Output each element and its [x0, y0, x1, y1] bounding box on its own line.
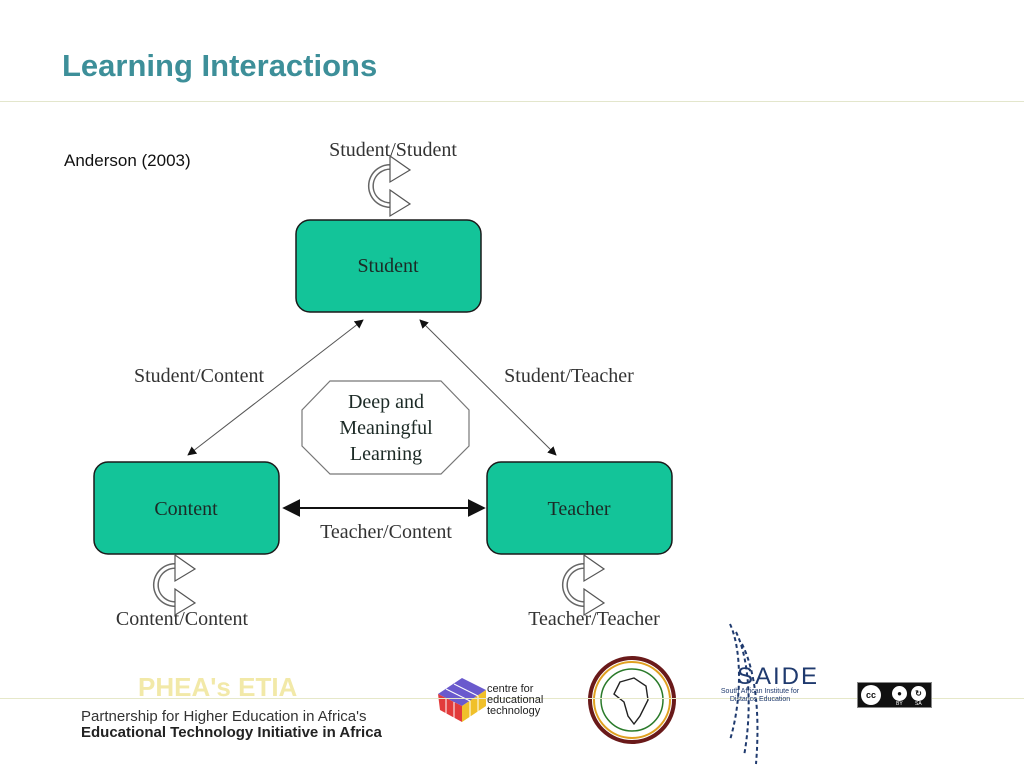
label-student-student: Student/Student: [329, 139, 457, 161]
node-center: Deep and Meaningful Learning: [301, 380, 470, 475]
center-label-line-2: Meaningful: [339, 417, 433, 439]
node-teacher: Teacher: [486, 461, 673, 555]
saide-subtitle: South African Institute for Distance Edu…: [704, 688, 816, 704]
label-student-content: Student/Content: [134, 365, 264, 387]
title-divider: [0, 101, 1024, 102]
center-label-line-1: Deep and: [348, 391, 424, 413]
self-loop-teacher-icon: [561, 553, 606, 617]
cc-by-label: BY: [896, 701, 903, 707]
cc-sa-label: SA: [915, 701, 922, 707]
node-student-label: Student: [357, 255, 419, 277]
node-teacher-label: Teacher: [548, 498, 611, 520]
saide-sub-line-2: Distance Education: [729, 696, 791, 703]
partnership-seal-logo-icon: [588, 656, 676, 744]
saide-logo-text: SAIDE: [737, 663, 820, 690]
cet-cube-logo-icon: [438, 678, 486, 722]
footer-divider: [0, 698, 1024, 699]
by-person-icon: ●: [892, 686, 907, 701]
cet-logo-text: centre for educational technology: [487, 684, 543, 717]
label-student-teacher: Student/Teacher: [504, 365, 634, 387]
node-content-label: Content: [154, 498, 218, 520]
self-loop-content-icon: [152, 553, 197, 617]
self-loop-student-icon: [367, 154, 412, 218]
node-student: Student: [295, 219, 482, 313]
node-content: Content: [93, 461, 280, 555]
label-teacher-content: Teacher/Content: [320, 521, 452, 543]
cc-icon: cc: [861, 685, 881, 705]
saide-arcs-logo-icon: [729, 623, 759, 765]
cet-line-2: educational: [487, 694, 544, 706]
cet-line-3: technology: [487, 705, 541, 717]
slide-title: Learning Interactions: [62, 48, 378, 83]
label-content-content: Content/Content: [116, 608, 249, 630]
phea-etia-logo: PHEA's ETIA: [138, 672, 298, 702]
phea-tagline-1: Partnership for Higher Education in Afri…: [81, 708, 367, 725]
arrow-student-content: [187, 319, 364, 456]
cet-line-1: centre for: [487, 683, 534, 695]
cc-by-sa-badge: cc ● ↻ BY SA: [857, 682, 932, 708]
center-label-line-3: Learning: [350, 443, 422, 465]
arrow-student-teacher: [419, 319, 557, 456]
phea-tagline-2: Educational Technology Initiative in Afr…: [81, 724, 382, 741]
citation: Anderson (2003): [64, 151, 191, 170]
saide-sub-line-1: South African Institute for: [720, 688, 800, 695]
label-teacher-teacher: Teacher/Teacher: [528, 608, 660, 630]
share-alike-icon: ↻: [911, 686, 926, 701]
